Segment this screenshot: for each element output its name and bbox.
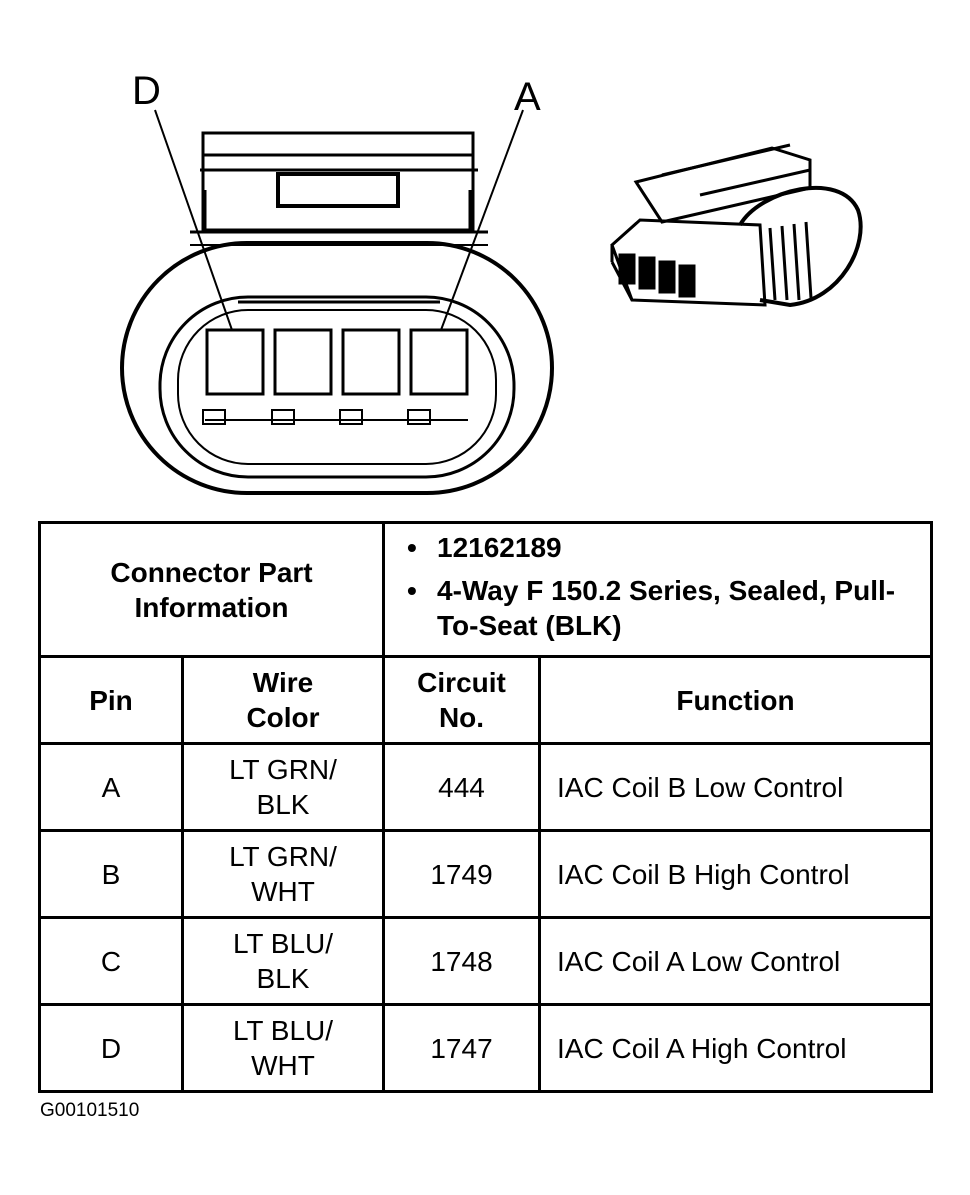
leader-line-d <box>154 109 233 331</box>
table-row: C LT BLU/BLK 1748 IAC Coil A Low Control <box>38 916 934 1006</box>
pin-label-a: A <box>514 75 541 119</box>
pin-cell: A <box>38 742 184 832</box>
pin-cavity-c <box>273 328 333 396</box>
figure-id: G00101510 <box>40 1100 140 1121</box>
latch-window <box>276 172 400 208</box>
connector-latch <box>201 131 475 232</box>
wire-color-cell: LT GRN/BLK <box>180 742 386 832</box>
wire-color-cell: LT GRN/WHT <box>180 829 386 919</box>
part-number: 12162189 <box>407 530 930 565</box>
function-cell: IAC Coil A Low Control <box>538 916 934 1006</box>
function-cell: IAC Coil B High Control <box>538 829 934 919</box>
pin-cell: B <box>38 829 184 919</box>
circuit-cell: 1749 <box>382 829 542 919</box>
pin-cavity-a <box>409 328 469 396</box>
part-description: 4-Way F 150.2 Series, Sealed, Pull-To-Se… <box>407 573 930 643</box>
connector-outer-shell <box>120 241 554 495</box>
wire-color-line1: LT BLU/ <box>232 1015 334 1046</box>
table-row: A LT GRN/BLK 444 IAC Coil B Low Control <box>38 742 934 832</box>
wire-color-cell: LT BLU/BLK <box>180 916 386 1006</box>
wire-color-line2: BLK <box>256 789 310 820</box>
wire-color-header-text: Wire Color <box>246 667 320 733</box>
pin-cavity-b <box>341 328 401 396</box>
pin-table: Connector Part Information 12162189 4-Wa… <box>37 521 934 1093</box>
connector-inner-shell <box>158 295 516 479</box>
table-row: D LT BLU/WHT 1747 IAC Coil A High Contro… <box>38 1003 934 1093</box>
part-info-label: Connector Part Information <box>37 521 386 658</box>
connector-diagram: D A <box>120 69 863 495</box>
part-info-cell: 12162189 4-Way F 150.2 Series, Sealed, P… <box>382 521 934 658</box>
circuit-header-text: Circuit No. <box>417 667 506 733</box>
part-info-row: Connector Part Information 12162189 4-Wa… <box>37 521 934 658</box>
function-header: Function <box>538 655 934 745</box>
pin-label-d: D <box>132 69 161 113</box>
wire-color-line2: WHT <box>251 876 315 907</box>
function-cell: IAC Coil A High Control <box>538 1003 934 1093</box>
pin-cavity-d <box>205 328 265 396</box>
leader-line-a <box>440 109 524 331</box>
circuit-header: Circuit No. <box>382 655 542 745</box>
circuit-cell: 444 <box>382 742 542 832</box>
pin-cell: C <box>38 916 184 1006</box>
connector-isometric-view <box>610 143 863 308</box>
wire-color-header: Wire Color <box>180 655 386 745</box>
pin-cell: D <box>38 1003 184 1093</box>
wire-color-line1: LT GRN/ <box>229 841 337 872</box>
circuit-cell: 1747 <box>382 1003 542 1093</box>
wire-color-line2: WHT <box>251 1050 315 1081</box>
wire-color-line1: LT GRN/ <box>229 754 337 785</box>
table-row: B LT GRN/WHT 1749 IAC Coil B High Contro… <box>38 829 934 919</box>
wire-color-cell: LT BLU/WHT <box>180 1003 386 1093</box>
circuit-cell: 1748 <box>382 916 542 1006</box>
function-cell: IAC Coil B Low Control <box>538 742 934 832</box>
part-info-list: 12162189 4-Way F 150.2 Series, Sealed, P… <box>385 530 930 643</box>
pin-header: Pin <box>38 655 184 745</box>
wire-color-line1: LT BLU/ <box>232 928 334 959</box>
wire-color-line2: BLK <box>256 963 310 994</box>
table-header-row: Pin Wire Color Circuit No. Function <box>38 655 934 745</box>
